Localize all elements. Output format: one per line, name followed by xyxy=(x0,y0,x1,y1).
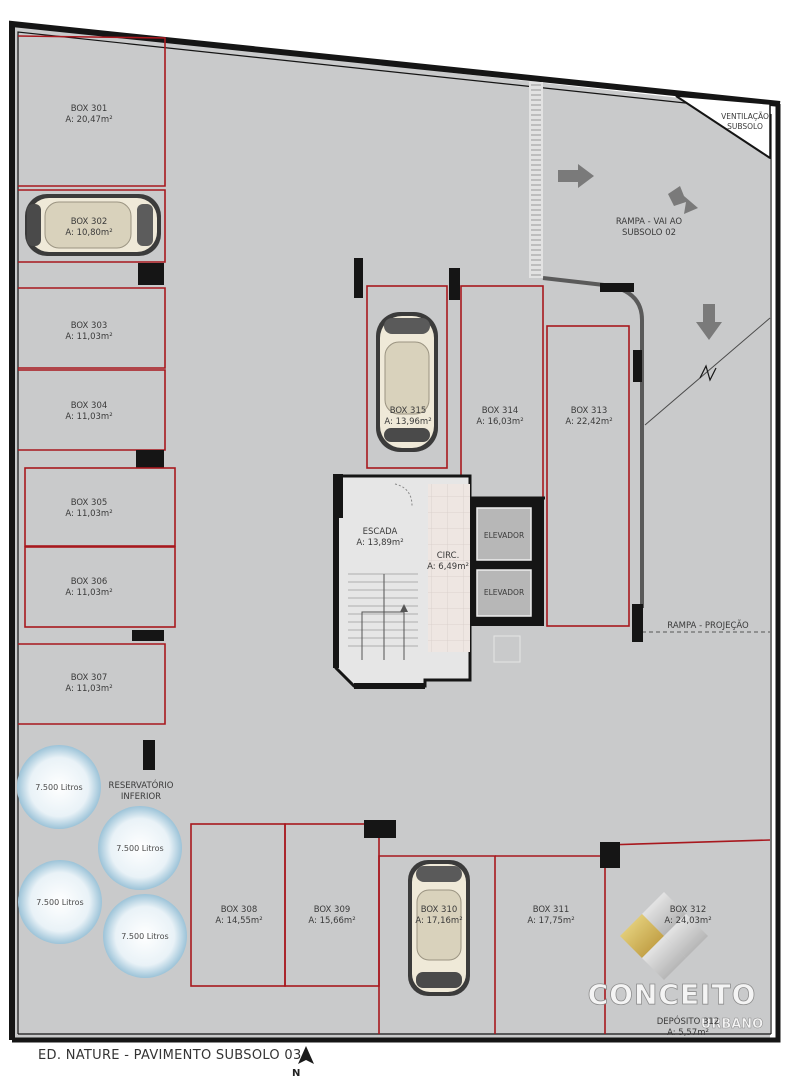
box-307-outline xyxy=(18,643,166,725)
escada-area: A: 13,89m² xyxy=(356,538,403,548)
box-304-area: A: 11,03m² xyxy=(65,412,112,422)
north-arrow-icon xyxy=(298,1046,314,1064)
ramp-arrow-down xyxy=(696,304,722,340)
circ-label: CIRC. xyxy=(437,551,460,561)
circ-area: A: 6,49m² xyxy=(427,562,469,572)
box-306-area: A: 11,03m² xyxy=(65,588,112,598)
box-302-label: BOX 302 xyxy=(71,217,108,227)
brand-watermark-sub: URBANO xyxy=(701,1017,763,1032)
elevator-2 xyxy=(476,569,532,617)
ventilation-diagonal xyxy=(675,95,771,159)
box-301-outline xyxy=(17,35,166,187)
box-315-outline xyxy=(366,285,448,469)
box-313-area: A: 22,42m² xyxy=(565,417,612,427)
plan-caption: ED. NATURE - PAVIMENTO SUBSOLO 03 xyxy=(38,1048,302,1063)
deposito-area: A: 5,57m² xyxy=(667,1028,709,1038)
ramp-projection-label: RAMPA - PROJEÇÃO xyxy=(667,620,749,631)
box-311-label: BOX 311 xyxy=(533,905,570,915)
car-box-302 xyxy=(25,194,161,256)
pillar-302 xyxy=(138,263,164,285)
ventilation-label-line2: SUBSOLO xyxy=(727,122,763,131)
pillar-315-right xyxy=(449,268,460,300)
box-307-area: A: 11,03m² xyxy=(65,684,112,694)
deposito-label: DEPÓSITO 312 xyxy=(657,1015,719,1027)
box-312-label: BOX 312 xyxy=(670,905,707,915)
box-308-area: A: 14,55m² xyxy=(215,916,262,926)
box-315-area: A: 13,96m² xyxy=(384,417,431,427)
box-305-label: BOX 305 xyxy=(71,498,108,508)
box-312-outline xyxy=(604,839,771,846)
box-313-outline xyxy=(546,325,630,627)
inner-wall-line xyxy=(17,31,771,1034)
tank-1-label: 7.500 Litros xyxy=(35,783,82,792)
box-308-label: BOX 308 xyxy=(221,905,258,915)
box-309-area: A: 15,66m² xyxy=(308,916,355,926)
water-tank-3 xyxy=(18,860,102,944)
box-305-area: A: 11,03m² xyxy=(65,509,112,519)
ramp-label-line1: RAMPA - VAI AO xyxy=(616,217,683,227)
ramp-wall-block-1 xyxy=(600,283,634,292)
ramp-wall-block-2 xyxy=(633,350,642,382)
box-301-area: A: 20,47m² xyxy=(65,115,112,125)
box-313-label: BOX 313 xyxy=(571,406,608,416)
brand-watermark: CONCEITO xyxy=(588,978,757,1011)
tank-2-label: 7.500 Litros xyxy=(116,844,163,853)
tank-4-label: 7.500 Litros xyxy=(121,932,168,941)
box-315-label: BOX 315 xyxy=(390,406,427,416)
box-303-area: A: 11,03m² xyxy=(65,332,112,342)
ventilation-label-line1: VENTILAÇÃO xyxy=(721,112,769,121)
box-306-label: BOX 306 xyxy=(71,577,108,587)
ramp-end-block xyxy=(632,604,643,642)
pillar-315-left xyxy=(354,258,363,298)
tank-3-label: 7.500 Litros xyxy=(36,898,83,907)
box-310-label: BOX 310 xyxy=(421,905,458,915)
water-tank-2 xyxy=(98,806,182,890)
box-310-area: A: 17,16m² xyxy=(415,916,462,926)
water-tank-1 xyxy=(17,745,101,829)
box-303-outline xyxy=(18,287,166,369)
box-307-label: BOX 307 xyxy=(71,673,108,683)
car-box-310 xyxy=(408,860,470,996)
ramp-arrow-diagonal xyxy=(668,186,698,214)
reservoir-label-line1: RESERVATÓRIO xyxy=(109,779,174,791)
box-309-label: BOX 309 xyxy=(314,905,351,915)
box-302-area: A: 10,80m² xyxy=(65,228,112,238)
escada-label: ESCADA xyxy=(363,527,398,537)
box-306-outline xyxy=(24,546,176,628)
ramp-label-line2: SUBSOLO 02 xyxy=(622,228,676,238)
box-311-area: A: 17,75m² xyxy=(527,916,574,926)
outer-wall xyxy=(9,20,781,1040)
outer-wall-right xyxy=(12,104,781,1043)
box-303-label: BOX 303 xyxy=(71,321,108,331)
elevator-1 xyxy=(476,507,532,561)
box-310-outline xyxy=(378,855,496,1034)
pillar-309 xyxy=(364,820,396,838)
pillar-reservoir xyxy=(143,740,155,770)
ramp-break-symbol xyxy=(699,364,717,382)
elevator-1-label: ELEVADOR xyxy=(484,531,524,540)
pillar-311 xyxy=(600,842,620,868)
ramp-arrow-right xyxy=(558,164,594,188)
car-box-315 xyxy=(376,312,438,452)
pillar-304 xyxy=(136,450,164,468)
box-314-area: A: 16,03m² xyxy=(476,417,523,427)
reservoir-label-line2: INFERIOR xyxy=(121,792,161,802)
floor-hatch xyxy=(493,635,521,663)
box-302-outline xyxy=(18,189,166,263)
box-314-label: BOX 314 xyxy=(482,406,519,416)
box-312-area: A: 24,03m² xyxy=(664,916,711,926)
box-301-label: BOX 301 xyxy=(71,104,108,114)
north-label: N xyxy=(292,1068,301,1079)
box-304-label: BOX 304 xyxy=(71,401,108,411)
brand-logo-mark xyxy=(620,892,708,980)
box-305-outline xyxy=(24,467,176,547)
water-tank-4 xyxy=(103,894,187,978)
pillar-306 xyxy=(132,630,164,641)
box-304-outline xyxy=(18,369,166,451)
elevator-2-label: ELEVADOR xyxy=(484,588,524,597)
